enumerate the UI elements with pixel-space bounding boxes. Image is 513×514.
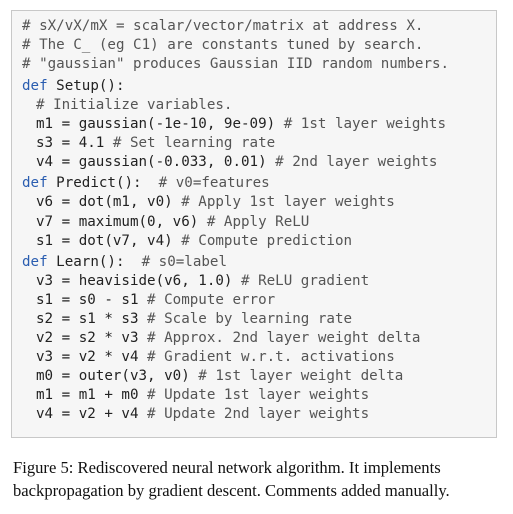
code-statement: s1 = s0 - s1 xyxy=(36,291,148,308)
code-comment: # 1st layer weight delta xyxy=(198,367,404,384)
code-line: v3 = heaviside(v6, 1.0) # ReLU gradient xyxy=(36,272,369,291)
code-statement: v3 = heaviside(v6, 1.0) xyxy=(36,272,241,289)
code-statement: s3 = 4.1 xyxy=(36,135,113,152)
code-statement: v6 = dot(m1, v0) xyxy=(36,194,182,211)
code-comment: # Compute error xyxy=(147,291,276,308)
code-line: v3 = v2 * v4 # Gradient w.r.t. activatio… xyxy=(36,348,395,367)
code-line: s1 = dot(v7, v4) # Compute prediction xyxy=(36,232,352,251)
figure-caption-line-1: Figure 5: Rediscovered neural network al… xyxy=(13,458,441,477)
code-keyword: def xyxy=(22,78,48,95)
code-comment: # Scale by learning rate xyxy=(147,310,353,327)
code-comment: # "gaussian" produces Gaussian IID rando… xyxy=(22,56,450,73)
code-line: # Initialize variables. xyxy=(36,96,232,115)
code-statement: s2 = s1 * s3 xyxy=(36,310,148,327)
code-line: # The C_ (eg C1) are constants tuned by … xyxy=(22,36,423,55)
code-line: v6 = dot(m1, v0) # Apply 1st layer weigh… xyxy=(36,193,395,212)
code-line: s1 = s0 - s1 # Compute error xyxy=(36,291,275,310)
code-statement: m0 = outer(v3, v0) xyxy=(36,367,199,384)
code-line: v4 = v2 + v4 # Update 2nd layer weights xyxy=(36,405,369,424)
code-line: m1 = gaussian(-1e-10, 9e-09) # 1st layer… xyxy=(36,115,446,134)
code-statement: Predict(): xyxy=(47,175,159,192)
code-line: m1 = m1 + m0 # Update 1st layer weights xyxy=(36,386,369,405)
code-comment: # Gradient w.r.t. activations xyxy=(147,348,395,365)
code-keyword: def xyxy=(22,253,48,270)
code-keyword: def xyxy=(22,175,48,192)
code-line: def Predict(): # v0=features xyxy=(22,174,270,193)
code-statement: v2 = s2 * v3 xyxy=(36,329,148,346)
code-comment: # Update 1st layer weights xyxy=(147,386,370,403)
code-line: def Setup(): xyxy=(22,77,125,96)
code-comment: # sX/vX/mX = scalar/vector/matrix at add… xyxy=(22,18,424,34)
code-statement: v4 = v2 + v4 xyxy=(36,406,148,422)
code-line: s2 = s1 * s3 # Scale by learning rate xyxy=(36,310,352,329)
code-statement: m1 = gaussian(-1e-10, 9e-09) xyxy=(36,116,284,133)
code-comment: # The C_ (eg C1) are constants tuned by … xyxy=(22,37,424,54)
code-comment: # Apply 1st layer weights xyxy=(181,194,395,211)
code-listing-box: # sX/vX/mX = scalar/vector/matrix at add… xyxy=(11,10,497,438)
code-comment: # s0=label xyxy=(141,253,228,270)
code-comment: # Approx. 2nd layer weight delta xyxy=(147,329,421,346)
code-line: s3 = 4.1 # Set learning rate xyxy=(36,134,275,153)
code-statement: v3 = v2 * v4 xyxy=(36,348,148,365)
code-statement: Setup(): xyxy=(47,78,125,95)
code-comment: # 2nd layer weights xyxy=(275,154,438,171)
code-statement: v7 = maximum(0, v6) xyxy=(36,213,207,230)
figure-caption-line-2: backpropagation by gradient descent. Com… xyxy=(13,481,450,500)
code-comment: # 1st layer weights xyxy=(283,116,447,133)
code-line: m0 = outer(v3, v0) # 1st layer weight de… xyxy=(36,367,403,386)
code-statement: m1 = m1 + m0 xyxy=(36,386,148,403)
code-line: # sX/vX/mX = scalar/vector/matrix at add… xyxy=(22,17,423,36)
code-statement: v4 = gaussian(-0.033, 0.01) xyxy=(36,154,276,171)
code-comment: # v0=features xyxy=(158,175,270,192)
code-line: v7 = maximum(0, v6) # Apply ReLU xyxy=(36,213,309,232)
code-line: # "gaussian" produces Gaussian IID rando… xyxy=(22,55,449,74)
code-comment: # Set learning rate xyxy=(112,135,276,152)
code-line: v4 = gaussian(-0.033, 0.01) # 2nd layer … xyxy=(36,153,437,172)
code-comment: # Update 2nd layer weights xyxy=(147,406,370,422)
code-line: v2 = s2 * v3 # Approx. 2nd layer weight … xyxy=(36,329,420,348)
code-line: def Learn(): # s0=label xyxy=(22,253,227,272)
code-comment: # Apply ReLU xyxy=(206,213,310,230)
code-comment: # Compute prediction xyxy=(181,232,353,249)
code-comment: # ReLU gradient xyxy=(241,272,370,289)
code-statement: s1 = dot(v7, v4) xyxy=(36,232,182,249)
code-comment: # Initialize variables. xyxy=(36,97,233,114)
code-statement: Learn(): xyxy=(47,253,142,270)
